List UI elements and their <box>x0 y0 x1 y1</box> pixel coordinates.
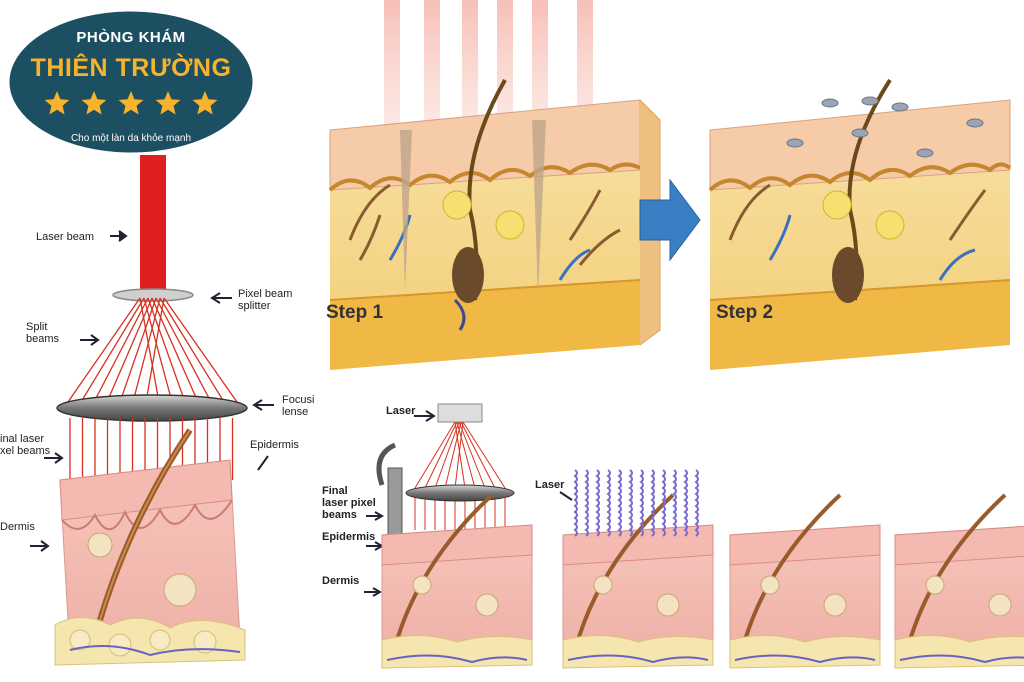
bottom-label-final-1: Final <box>322 485 348 497</box>
bottom-lens <box>405 484 515 502</box>
skin-block-1 <box>381 493 533 669</box>
split-beam <box>159 297 225 403</box>
left-skin-block <box>54 428 246 666</box>
arrow-dermis <box>30 540 50 552</box>
light-beam <box>497 0 513 140</box>
bottom-label-laser-2: Laser <box>535 479 565 491</box>
laser-wave <box>584 469 589 537</box>
logo-line2: THIÊN TRƯỜNG <box>31 52 232 82</box>
bottom-split-beams <box>414 421 506 530</box>
skin-block-2 <box>562 493 714 669</box>
split-beam <box>93 297 149 403</box>
label-splitter-1: Pixel beam <box>238 288 292 300</box>
arrow-final <box>44 452 64 464</box>
label-splitter-2: splitter <box>238 300 271 312</box>
arrow-lens <box>252 399 274 411</box>
label-laser-beam: Laser beam <box>36 231 94 243</box>
label-final-1: inal laser <box>0 433 44 445</box>
bottom-label-epidermis: Epidermis <box>322 531 375 543</box>
bottom-label-final-3: beams <box>322 509 357 521</box>
star-icon <box>118 91 144 115</box>
split-beam <box>67 297 141 403</box>
logo-line1: PHÒNG KHÁM <box>76 28 185 46</box>
logo-stars <box>44 91 218 115</box>
star-icon <box>155 91 181 115</box>
laser-wave <box>683 469 688 537</box>
step2-label: Step 2 <box>716 302 773 323</box>
arrow-epidermis <box>257 455 269 471</box>
split-beam <box>151 297 199 403</box>
label-focus-2: lense <box>282 406 308 418</box>
split-beam <box>456 421 476 489</box>
star-icon <box>44 91 70 115</box>
laser-wave <box>606 469 611 537</box>
split-beam <box>444 421 462 489</box>
laser-wave <box>628 469 633 537</box>
laser-wave <box>617 469 622 537</box>
bottom-label-laser: Laser <box>386 405 416 417</box>
split-beam <box>460 421 496 489</box>
split-beam <box>462 421 506 489</box>
split-beam <box>143 297 173 403</box>
label-dermis: Dermis <box>0 521 35 533</box>
split-beam <box>80 297 145 403</box>
bottom-skin-blocks <box>381 493 1024 669</box>
bottom-label-final-2: laser pixel <box>322 497 376 509</box>
step1-laser-beams <box>384 0 593 140</box>
laser-wave <box>650 469 655 537</box>
label-final-2: xel beams <box>0 445 51 457</box>
split-beams <box>67 297 238 403</box>
label-split-2: beams <box>26 333 60 345</box>
laser-wave <box>661 469 666 537</box>
split-beam <box>434 421 460 489</box>
laser-head <box>437 403 483 423</box>
split-beam <box>454 421 466 489</box>
light-beam <box>424 0 440 140</box>
skin-block-3 <box>729 493 881 669</box>
focusing-lens <box>56 394 248 422</box>
light-beam <box>384 0 400 140</box>
laser-wave <box>639 469 644 537</box>
star-icon <box>81 91 107 115</box>
skin-block-4 <box>894 493 1024 669</box>
step1-skin-block: Step 1 <box>326 0 661 370</box>
split-beam <box>454 421 464 489</box>
rotation-arrow-icon <box>376 442 397 486</box>
laser-wave <box>672 469 677 537</box>
laser-wave <box>694 469 699 537</box>
laser-wave <box>595 469 600 537</box>
arrow-splitter <box>210 292 232 304</box>
split-beam <box>458 421 486 489</box>
clinic-logo: PHÒNG KHÁM THIÊN TRƯỜNG Cho một làn da k… <box>6 8 256 156</box>
step1-label: Step 1 <box>326 302 383 323</box>
step-arrow <box>639 178 701 262</box>
laser-wave <box>573 469 578 537</box>
split-beam <box>139 297 160 403</box>
split-beam <box>155 297 212 403</box>
split-beam <box>414 421 456 489</box>
label-epidermis: Epidermis <box>250 439 299 451</box>
laser-beam <box>140 155 166 290</box>
split-beam <box>106 297 153 403</box>
bottom-label-dermis: Dermis <box>322 575 359 587</box>
split-beam <box>147 297 186 403</box>
star-icon <box>192 91 218 115</box>
laser-waves <box>573 469 699 537</box>
label-focus-1: Focusi <box>282 394 314 406</box>
split-beam <box>119 297 157 403</box>
arrow-laser-beam <box>110 230 128 242</box>
split-beam <box>163 297 238 403</box>
light-beam <box>532 0 548 140</box>
split-beam <box>145 297 165 403</box>
label-split-1: Split <box>26 321 47 333</box>
split-beam <box>132 297 161 403</box>
split-beam <box>424 421 458 489</box>
left-laser-diagram: Laser beam Pixel beam splitter Split bea… <box>0 155 314 666</box>
step2-skin-block: Step 2 <box>708 78 1012 370</box>
arrow-split <box>80 334 100 346</box>
logo-tagline: Cho một làn da khỏe mạnh <box>71 132 191 144</box>
light-beam <box>462 0 478 140</box>
bottom-laser-diagram: Laser Final laser pixel beams Epidermis … <box>322 403 1024 669</box>
